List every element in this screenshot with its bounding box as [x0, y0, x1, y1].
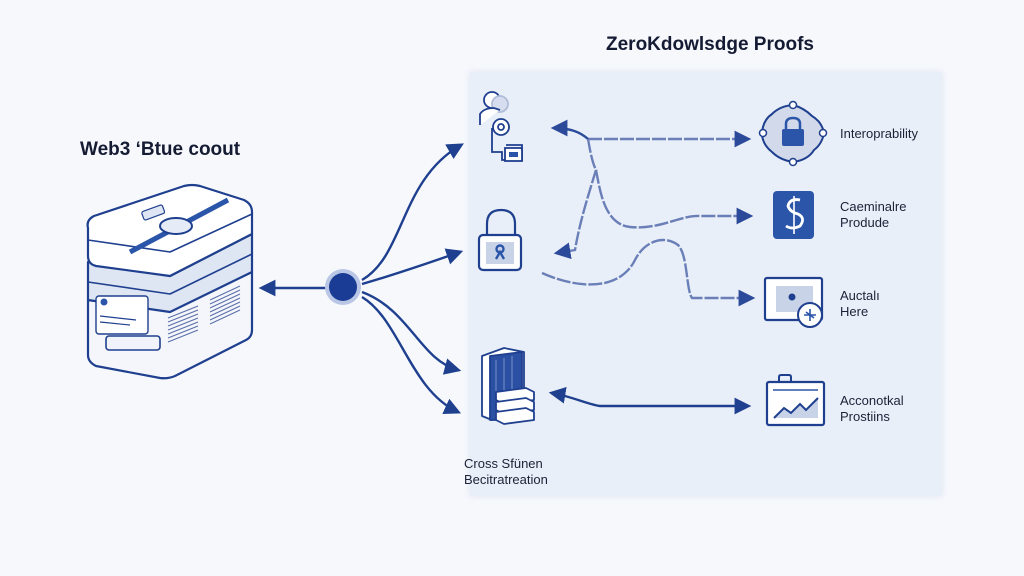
- storage-box-icon: [86, 183, 254, 380]
- monitor-settings-icon: [763, 276, 824, 328]
- label-line-2: Here: [840, 304, 869, 319]
- label-line-2: Prostiins: [840, 409, 890, 424]
- label-line-1: Cross Sfünen: [464, 456, 543, 471]
- connector-to-user-gear: [550, 119, 589, 140]
- label-acconotkal-prostiins: Acconotkal Prostiins: [840, 393, 904, 425]
- hub-arrow-middle: [361, 248, 464, 286]
- diagram-title: ZeroKdowlsdge Proofs: [606, 34, 814, 55]
- network-lock-icon: [758, 100, 828, 167]
- label-line-1: Caeminalre: [840, 199, 907, 214]
- hub-arrow-top: [361, 143, 464, 282]
- chart-folder-icon: [765, 374, 826, 427]
- label-line-2: Becitratreation: [464, 472, 548, 487]
- label-line-1: Interoprability: [840, 126, 919, 141]
- zkp-panel: [470, 72, 942, 496]
- label-interoperability: Interoprability: [840, 126, 918, 142]
- hub-arrow-lower: [361, 290, 462, 375]
- connector-acconotkal: [548, 386, 752, 415]
- hub-circle-icon: [325, 269, 361, 305]
- label-caeminalre-produde: Caeminalre Produde: [840, 199, 906, 231]
- connector-caeminalre: [594, 169, 754, 229]
- hub-arrow-bottom: [361, 295, 462, 415]
- padlock-icon: [477, 208, 523, 272]
- dollar-document-icon: [773, 191, 814, 239]
- user-gear-icon: [479, 91, 523, 162]
- label-line-1: Acconotkal: [840, 393, 904, 408]
- label-line-1: Auctalı: [840, 288, 880, 303]
- connector-to-padlock: [553, 138, 598, 260]
- label-line-2: Produde: [840, 215, 890, 230]
- label-auctali-here: Auctalı Here: [840, 288, 880, 320]
- connector-auctali: [541, 238, 756, 307]
- label-cross-chain: Cross Sfünen Becitratreation: [464, 456, 548, 488]
- books-stack-icon: [481, 347, 535, 425]
- left-section-title: Web3 ‘Btue coout: [80, 139, 241, 160]
